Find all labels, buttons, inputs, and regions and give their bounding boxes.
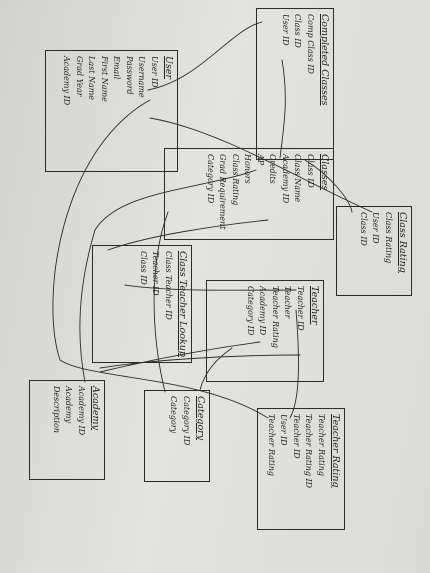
field: Academy ID [281,154,290,204]
field: Class ID [139,251,148,285]
field: Class Teacher ID [164,251,173,320]
entity-box: Category Category ID Category [144,390,210,482]
relationship-line [147,21,263,91]
entity-box: Teacher Teacher ID Teacher Teacher Ratin… [206,280,324,382]
relationship-line [52,99,269,419]
entity-title: Class Rating [397,212,408,273]
entity-title: Completed Classes [319,14,330,106]
entity-title: Category [195,396,206,441]
entity-title: Teacher Rating [330,414,341,488]
field: Academy [64,386,74,423]
field: Description [52,386,61,433]
field: User ID [279,414,289,446]
relationship-line [153,211,169,393]
entity-box: Academy Academy ID Academy Description [29,380,105,480]
field: User ID [371,212,381,244]
relationship-line [79,169,257,383]
field: Teacher ID [151,251,161,296]
field: Category [169,396,179,434]
field: Teacher ID [296,286,305,331]
entity-title: Class Teacher Lookup [177,251,188,357]
field: Teacher Rating [317,414,326,476]
entity-box: Teacher Rating Teacher Rating Teacher Ra… [257,408,345,530]
entity-title: Teacher [309,286,320,325]
field: User ID [281,14,290,46]
entity-title: Academy [90,386,101,430]
field: Academy ID [62,56,72,106]
field: Honors [243,154,253,184]
field: Teacher [283,286,293,319]
field: Academy ID [258,286,268,336]
field: Category ID [182,396,191,446]
entity-box: Class Teacher Lookup Class Teacher ID Te… [92,245,192,363]
field: Class ID [359,212,368,246]
field: Grad Year [75,56,84,97]
field: Username [137,56,147,98]
field: Comp Class ID [306,14,315,74]
field: First Name [100,56,109,102]
relationship-line [124,284,297,291]
field: Teacher Rating ID [304,414,314,489]
entity-box: User User ID Username Password Email Fir… [45,50,178,172]
entity-title: Classes [319,154,330,191]
relationship-line [107,219,269,251]
field: Teacher Rating [267,414,276,476]
field: AP [256,154,265,166]
relationship-line [149,117,373,213]
entity-box: Classes Class ID Class Name Academy ID C… [164,148,334,240]
field: Teacher ID [292,414,301,459]
field: Email [112,56,122,80]
field: Category ID [246,286,255,336]
field: Class Name [293,154,303,203]
field: Class Rating [384,212,393,264]
relationship-line [99,354,301,369]
field: Credits [268,154,278,184]
field: User ID [150,56,159,88]
field: Class Rating [231,154,240,206]
relationship-line [304,159,353,213]
field: Teacher Rating [271,286,280,348]
field: Academy ID [77,386,86,436]
field: Class ID [293,14,303,48]
field: Password [125,56,134,95]
relationship-line [289,309,299,419]
entity-box: Completed Classes Comp Class ID Class ID… [256,8,334,160]
entity-box: Class Rating Class Rating User ID Class … [336,206,412,296]
relationship-line [199,347,233,391]
field: Grad Requirement [218,154,228,230]
relationship-line [279,59,286,159]
field: Class ID [306,154,315,188]
field: Category ID [206,154,215,204]
field: Last Name [87,56,97,101]
relationship-line [99,341,261,373]
